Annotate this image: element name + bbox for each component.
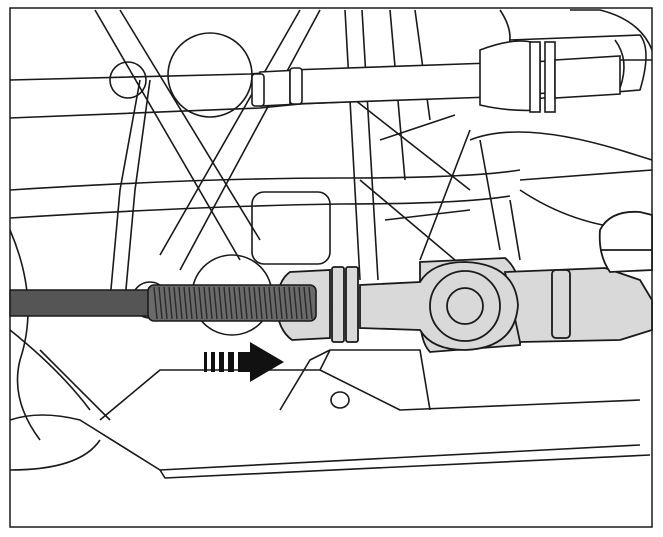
thread-line bbox=[303, 286, 308, 320]
thread-line bbox=[198, 286, 203, 320]
thread-line bbox=[173, 286, 178, 320]
thread-line bbox=[183, 286, 188, 320]
right-arrow-icon bbox=[204, 342, 284, 382]
thread-line bbox=[238, 286, 243, 320]
thread-line bbox=[293, 286, 298, 320]
thread-line bbox=[158, 286, 163, 320]
thread-line bbox=[228, 286, 233, 320]
thread-line bbox=[223, 286, 228, 320]
thread-line bbox=[298, 286, 303, 320]
thread-line bbox=[213, 286, 218, 320]
thread-line bbox=[308, 286, 313, 320]
thread-line bbox=[188, 286, 193, 320]
thread-line bbox=[163, 286, 168, 320]
thread-line bbox=[253, 286, 258, 320]
thread-line bbox=[268, 286, 273, 320]
thread-line bbox=[178, 286, 183, 320]
shift-cable bbox=[9, 289, 151, 317]
thread-line bbox=[168, 286, 173, 320]
thread-line bbox=[233, 286, 238, 320]
thread-line bbox=[193, 286, 198, 320]
thread-line bbox=[273, 286, 278, 320]
upper-control-rod bbox=[251, 40, 621, 113]
thread-line bbox=[278, 286, 283, 320]
thread-line bbox=[248, 286, 253, 320]
thread-line bbox=[153, 286, 158, 320]
threaded-adjuster bbox=[147, 284, 317, 322]
thread-line bbox=[263, 286, 268, 320]
thread-line bbox=[218, 286, 223, 320]
thread-line bbox=[283, 286, 288, 320]
thread-line bbox=[243, 286, 248, 320]
thread-line bbox=[258, 286, 263, 320]
thread-line bbox=[288, 286, 293, 320]
thread-line bbox=[203, 286, 208, 320]
thread-line bbox=[208, 286, 213, 320]
